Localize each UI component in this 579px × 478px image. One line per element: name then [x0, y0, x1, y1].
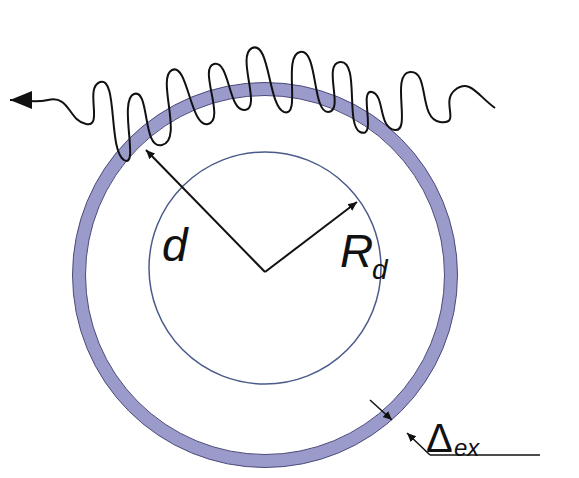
particle-core	[149, 152, 381, 384]
distance-symbol: d	[162, 222, 188, 268]
delta-symbol: Δ	[426, 418, 453, 458]
exclusion-shell	[79, 89, 451, 461]
thickness-arrow	[370, 400, 392, 420]
shell-inner-edge	[86, 96, 445, 455]
radius-arrow	[146, 150, 265, 272]
polymer-chain	[10, 47, 495, 161]
delta-subscript: ex	[454, 436, 479, 460]
radius-subscript: d	[372, 256, 388, 284]
radius-symbol: R	[340, 228, 373, 274]
